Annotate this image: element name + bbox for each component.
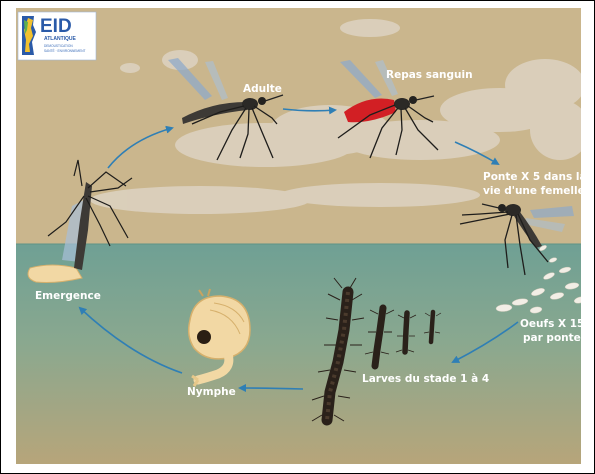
label-eggs-line2: par ponte xyxy=(523,332,581,344)
label-eggs-line1: Oeufs X 150 xyxy=(520,318,592,330)
label-larvae: Larves du stade 1 à 4 xyxy=(362,373,489,385)
label-emergence: Emergence xyxy=(35,290,101,302)
logo-name: EID xyxy=(40,16,72,37)
label-blood-meal: Repas sanguin xyxy=(386,69,473,81)
logo-line1: DEMOUSTICATION xyxy=(44,44,73,48)
label-laying-line2: vie d'une femelle xyxy=(483,185,585,197)
water-background xyxy=(16,244,581,464)
label-adult: Adulte xyxy=(243,83,282,95)
logo-line2: SANTÉ · ENVIRONNEMENT xyxy=(44,48,85,53)
label-pupa: Nymphe xyxy=(187,386,236,398)
logo-region: ATLANTIQUE xyxy=(44,36,77,42)
label-laying-line1: Ponte X 5 dans la xyxy=(483,171,587,183)
eid-logo: EID ATLANTIQUE DEMOUSTICATION SANTÉ · EN… xyxy=(18,12,96,60)
